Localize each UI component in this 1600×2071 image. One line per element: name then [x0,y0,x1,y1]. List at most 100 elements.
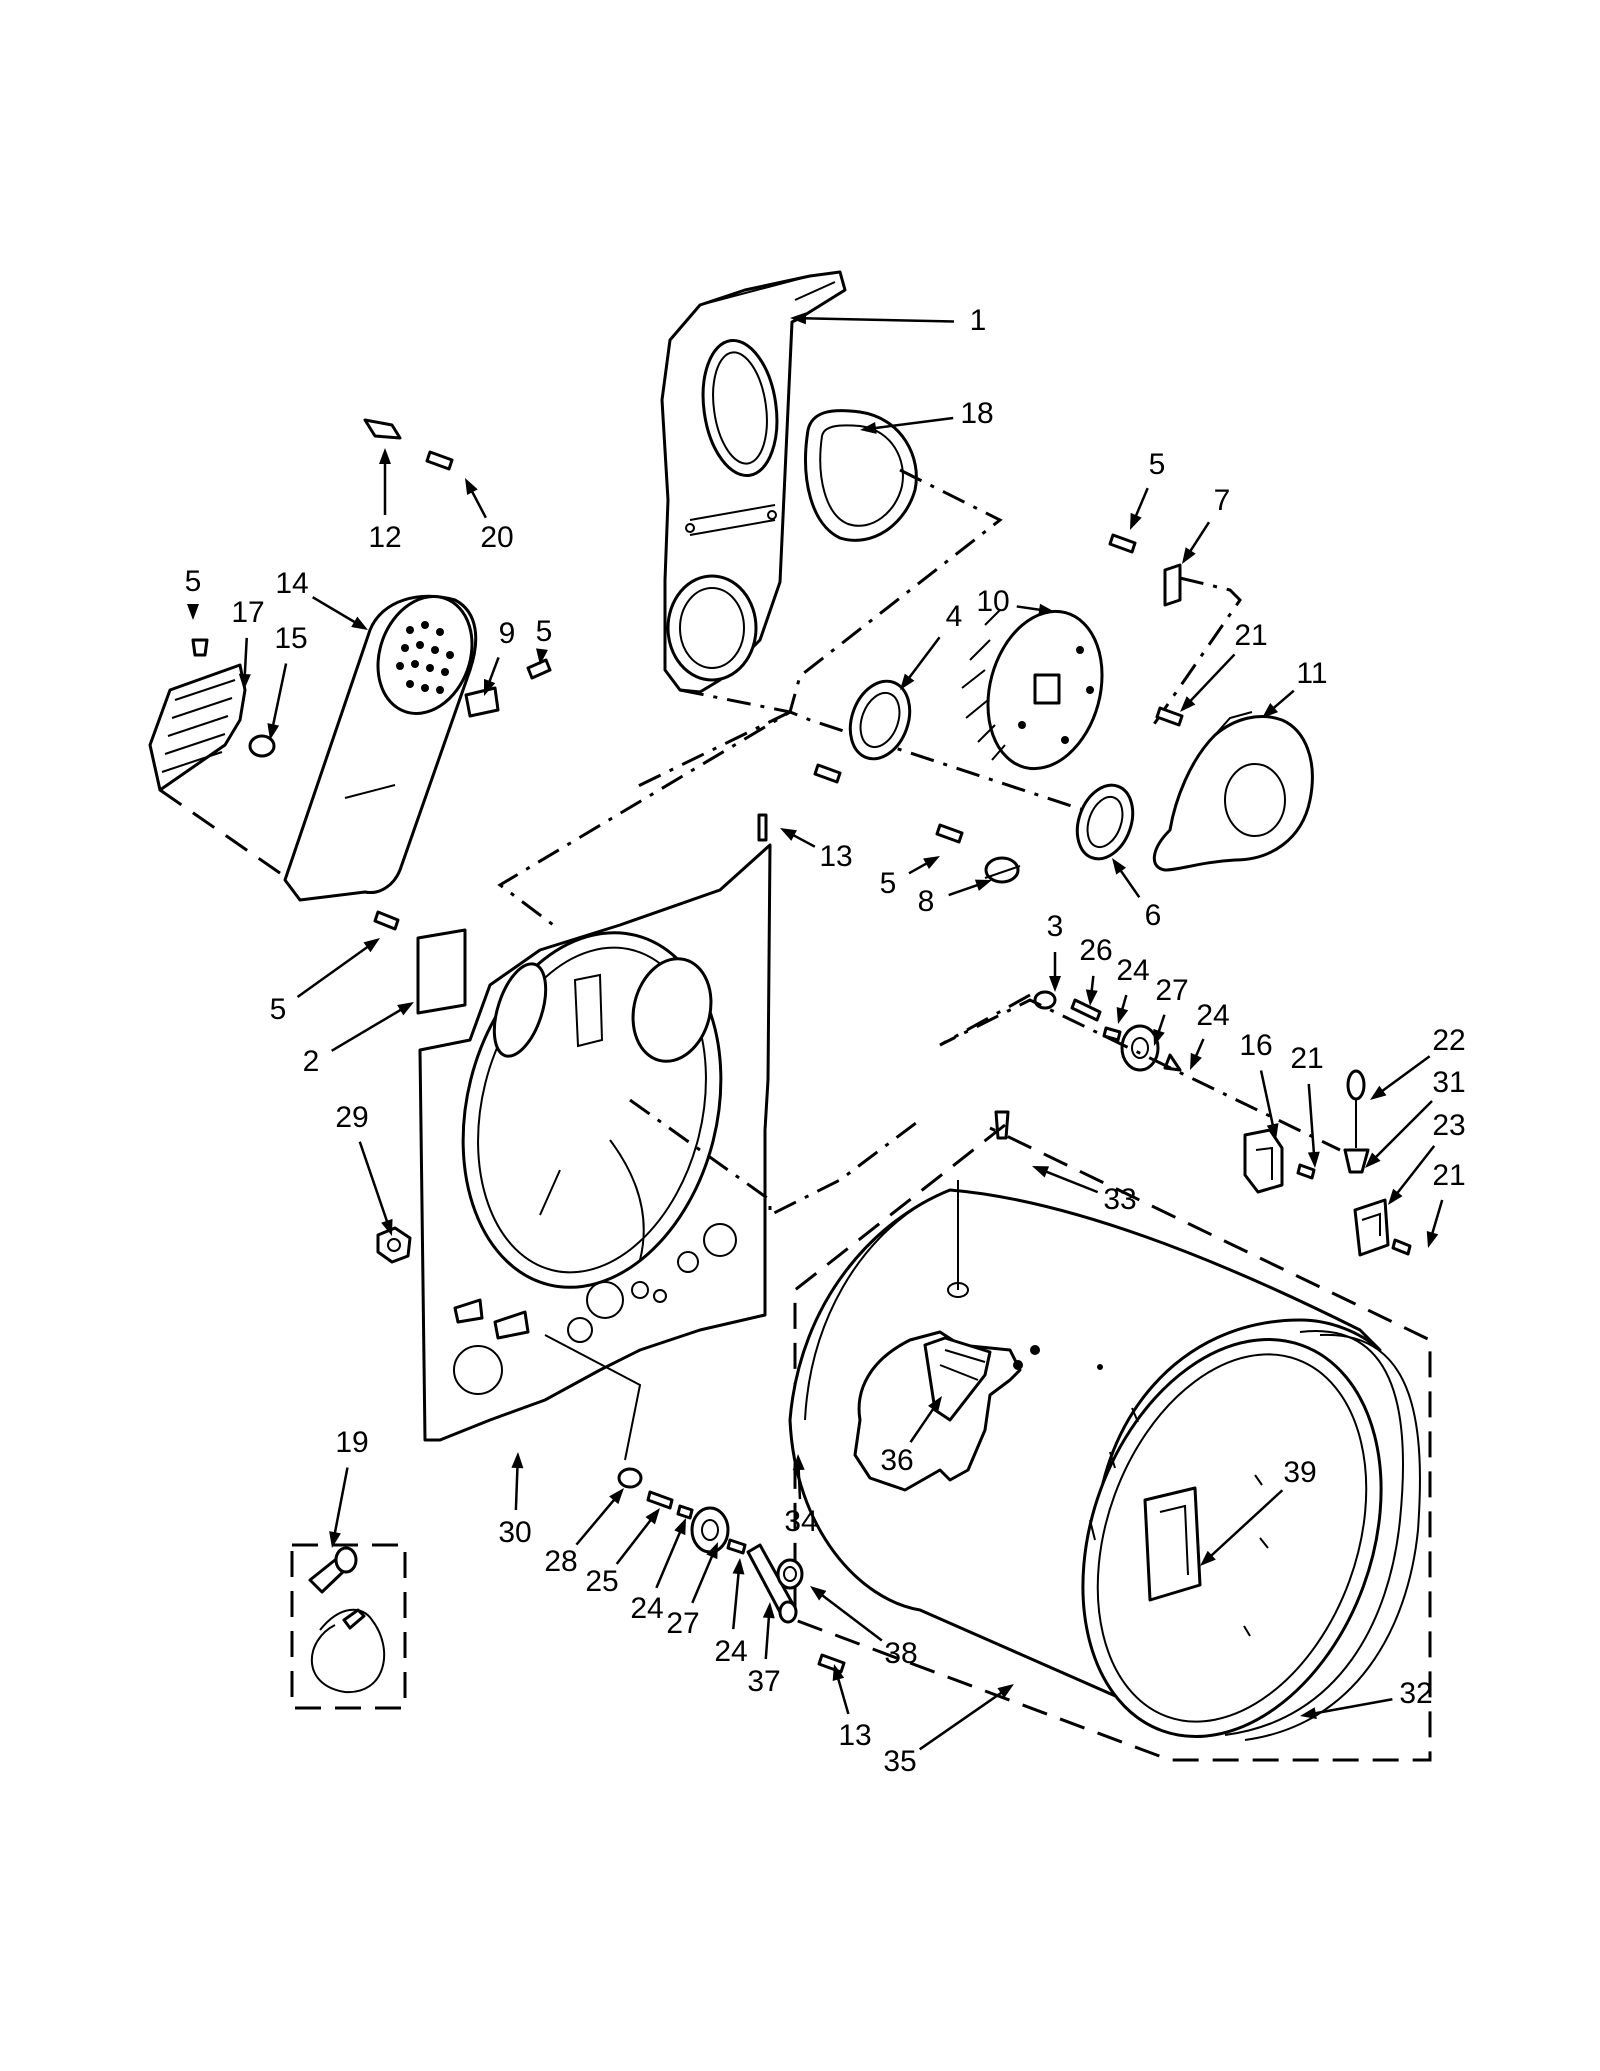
leader-line [764,1613,771,1660]
leader-arrowhead [900,673,915,690]
leader-line [871,416,954,430]
leader-line [1187,521,1211,555]
callout-label: 27 [666,1607,699,1640]
callout-label: 11 [1296,657,1327,690]
leader-arrowhead [923,856,940,870]
leader-line [296,943,371,999]
kit-19 [290,1543,407,1710]
leader-lines [187,312,1444,1751]
leader-line [1378,1055,1431,1094]
callout-label: 31 [1432,1066,1465,1099]
leader-arrowhead [1266,1123,1279,1140]
callout-label: 7 [1214,484,1231,517]
leader-line [1133,487,1149,520]
lint-screen-perforations [396,621,454,694]
leader-line [1259,1070,1275,1129]
callout-label: 24 [630,1592,663,1625]
leader-line [331,1007,405,1052]
leader-line [333,1467,349,1537]
lint-duct [283,594,478,902]
callout-label: 1 [970,304,987,337]
callout-label: 21 [1290,1042,1323,1075]
leader-line [469,488,487,519]
assembly-line [544,1334,642,1461]
leader-line [1311,1698,1393,1716]
leader-arrowhead [645,1508,660,1525]
leader-line [801,317,955,323]
callout-label: 5 [270,993,287,1026]
fuse-22 [1346,1069,1366,1148]
assembly-line [679,688,1121,824]
leader-arrowhead [732,1558,745,1575]
leader-line [1207,1489,1284,1559]
rear-duct [660,270,847,694]
callout-label: 23 [1432,1109,1465,1142]
leader-arrowhead [674,1518,686,1536]
callout-label: 28 [544,1545,577,1578]
leader-line [358,1141,390,1226]
leader-arrowhead [1038,603,1055,616]
leader-line [836,1675,850,1715]
leader-line [1394,1145,1436,1197]
housing-seal [1075,783,1135,861]
leader-arrowhead [1388,1188,1403,1205]
leader-line [1042,1169,1099,1194]
callout-label: 17 [231,596,264,629]
callout-label: 35 [883,1745,916,1778]
cover-23 [1353,1198,1390,1257]
leader-line [1187,653,1236,705]
leader-arrowhead [706,1542,718,1560]
leader-line [1372,1100,1433,1161]
leader-arrowhead [351,616,368,630]
callout-label: 34 [784,1505,817,1538]
leader-arrowhead [762,1602,775,1619]
assembly-line [629,710,791,792]
callout-label: 13 [819,840,852,873]
leader-arrowhead [363,938,380,953]
callout-label: 33 [1103,1183,1136,1216]
callout-label: 19 [335,1426,368,1459]
assembly-line [939,993,1341,1152]
callout-label: 24 [1116,954,1149,987]
callout-label: 25 [585,1565,618,1598]
clip-12 [363,418,402,440]
leader-arrowhead [484,678,496,696]
assembly-line [629,1098,921,1218]
callout-label: 5 [1149,448,1166,481]
callout-label: 26 [1079,934,1112,967]
callout-label: 14 [275,567,308,600]
callout-label: 2 [303,1045,320,1078]
leader-arrowhead [465,478,478,495]
leader-arrowhead [928,1396,942,1413]
leader-line [1270,689,1295,712]
blower-seal [848,679,912,761]
leader-line [514,1463,519,1511]
label-2 [416,928,467,1015]
callout-label: 16 [1239,1029,1272,1062]
leader-arrowhead [379,448,391,464]
callout-label: 5 [185,565,202,598]
leader-arrowhead [1116,1006,1129,1024]
leader-line [948,882,982,897]
roller-assembly-left [617,1467,804,1624]
leader-line [906,636,941,682]
leader-line [691,1552,715,1604]
leader-line [312,596,359,625]
leader-arrowhead [381,1218,393,1236]
leader-arrowhead [1190,1052,1202,1070]
callout-label: 5 [536,615,553,648]
leader-arrowhead [1112,858,1127,875]
callout-label: 32 [1399,1677,1432,1710]
blower-wheel [961,609,1104,771]
callout-label: 27 [1155,974,1188,1007]
drum [788,1180,1382,1722]
leader-line [1430,1199,1444,1237]
leader-arrowhead [1262,703,1279,718]
leader-arrowhead [238,673,251,690]
assembly-line [1148,576,1242,731]
leader-line [615,1516,654,1565]
callout-label: 18 [960,397,993,430]
callout-label: 39 [1283,1456,1316,1489]
